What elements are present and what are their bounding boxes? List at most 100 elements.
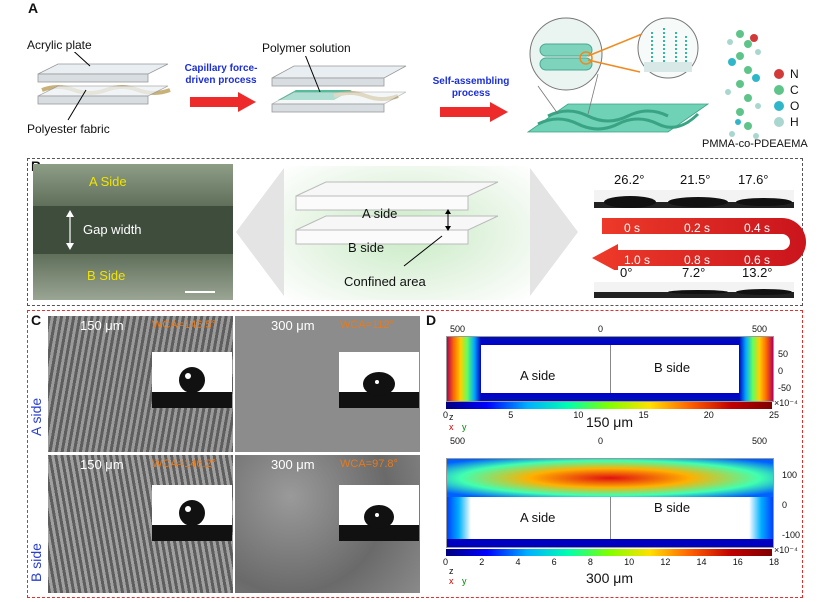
b-side-surface: [33, 254, 233, 300]
right-chevron-shape: [530, 168, 578, 296]
d-bot-a-side: A side: [520, 510, 556, 525]
time-sequence-arrow: [592, 218, 806, 270]
d-top-a-side: A side: [520, 368, 556, 383]
legend-n: N: [774, 66, 799, 82]
confined-plates-svg: [295, 181, 499, 267]
c-a-side-label: A side: [28, 397, 44, 436]
angle-top-1: 21.5°: [680, 172, 711, 187]
panelD.bottom-tick-5: 10: [624, 557, 635, 567]
d-top-ytick-1: 0: [778, 366, 784, 376]
time-top-1: 0.2 s: [684, 221, 711, 235]
panelD.top-tick-4: 20: [703, 410, 714, 420]
sem-b-150-droplet: [152, 485, 232, 541]
gap-width-label: Gap width: [83, 222, 142, 237]
time-bottom-0: 1.0 s: [624, 253, 651, 267]
d-top-ytick-0: 50: [778, 349, 789, 359]
center-a-side-label: A side: [362, 206, 398, 221]
angle-top-2: 17.6°: [738, 172, 769, 187]
acrylic-plate-label: Acrylic plate: [27, 38, 92, 52]
panelD.bottom-tick-7: 14: [696, 557, 707, 567]
polymer-name: PMMA-co-PDEAEMA: [702, 138, 808, 150]
panel-cd-frame: [27, 310, 803, 598]
left-chevron-shape: [236, 168, 284, 296]
legend-c-dot: [774, 85, 784, 95]
d-top-xtick-0: 500: [450, 324, 466, 334]
sem-b-150-size: 150 μm: [80, 457, 124, 472]
d-bot-axis-y: y: [462, 576, 467, 586]
a-side-label: A Side: [89, 174, 127, 189]
sem-a-150: 150 μm: [48, 316, 233, 452]
d-top-xtick-1: 0: [598, 324, 604, 334]
panel-label-c: C: [31, 312, 42, 328]
legend-n-dot: [774, 69, 784, 79]
angle-bottom-2: 13.2°: [742, 265, 773, 280]
d-bot-caption: 300 μm: [586, 570, 633, 586]
panel-label-d: D: [426, 312, 437, 328]
panelD.top-tick-5: 25: [769, 410, 780, 420]
a-side-surface: [33, 164, 233, 206]
d-top-ytick-2: -50: [778, 383, 792, 393]
d-top-xtick-2: 500: [752, 324, 768, 334]
sem-b-300-size: 300 μm: [271, 457, 315, 472]
self-assembling-arrow-label: Self-assembling process: [432, 76, 510, 99]
sem-a-300-wca: WCA=112°: [340, 319, 395, 331]
d-bot-right-edge: [749, 497, 773, 539]
sem-b-300: 300 μm: [235, 455, 420, 593]
legend-o: O: [774, 98, 799, 114]
d-top-axis-z: z: [449, 412, 454, 422]
d-top-lower-band: [447, 393, 773, 401]
d-top-axis-y: y: [462, 422, 467, 432]
d-top-field: [446, 336, 774, 402]
b-side-label: B Side: [87, 268, 126, 283]
panelD.bottom-tick-8: 16: [732, 557, 743, 567]
panelD.bottom-tick-2: 4: [515, 557, 521, 567]
panelD.bottom-tick-4: 8: [587, 557, 593, 567]
time-top-2: 0.4 s: [744, 221, 771, 235]
polymer-solution-label: Polymer solution: [262, 41, 351, 55]
d-top-upper-band: [447, 337, 773, 345]
angle-bottom-0: 0°: [620, 265, 633, 280]
d-top-centerline: [610, 345, 611, 393]
red-arrow-1: [190, 92, 256, 112]
panelD.bottom-tick-3: 6: [551, 557, 557, 567]
d-bot-xtick-2: 500: [752, 436, 768, 446]
gap-double-arrow: [66, 210, 74, 250]
sem-b-150: 150 μm: [48, 455, 233, 593]
d-bot-axis-x: x: [449, 576, 454, 586]
d-bot-ytick-0: 100: [782, 470, 798, 480]
sem-a-300-size: 300 μm: [271, 318, 315, 333]
acrylic-plates-illustration: [37, 52, 171, 121]
d-top-left-edge: [447, 337, 481, 401]
sem-a-150-droplet: [152, 352, 232, 408]
scale-bar: [185, 291, 215, 293]
angle-bottom-1: 7.2°: [682, 265, 706, 280]
droplet-strip-top: [594, 190, 794, 208]
panelD.top-tick-0: 0: [443, 410, 449, 420]
legend-o-dot: [774, 101, 784, 111]
d-top-caption: 150 μm: [586, 414, 633, 430]
d-bot-field: [446, 458, 774, 548]
confined-area-label: Confined area: [344, 274, 426, 289]
droplet-strip-bottom: [594, 282, 794, 298]
d-top-b-side: B side: [654, 360, 691, 375]
d-bot-centerline: [610, 497, 611, 539]
d-top-colorbar: [446, 402, 772, 409]
time-top-0: 0 s: [624, 221, 641, 235]
sem-b-150-wca: WCA=146.2°: [152, 458, 217, 470]
legend-h-dot: [774, 117, 784, 127]
panelD.top-tick-2: 10: [573, 410, 584, 420]
polymer-plates-illustration: [271, 56, 407, 113]
self-assembled-fabric-illustration: [526, 17, 710, 133]
panelD.bottom-tick-0: 0: [443, 557, 449, 567]
sem-a-300: 300 μm: [235, 316, 420, 452]
d-bot-lower-band: [447, 539, 773, 547]
capillary-arrow-label: Capillary force-driven process: [184, 63, 258, 86]
panelD.bottom-tick-6: 12: [660, 557, 671, 567]
time-bottom-1: 0.8 s: [684, 253, 711, 267]
sem-a-300-droplet: [339, 352, 419, 408]
d-bot-exp: ×10⁻⁴: [774, 545, 798, 555]
panelD.bottom-tick-1: 2: [479, 557, 485, 567]
gap-micrograph: A Side Gap width B Side: [33, 164, 233, 300]
angle-top-0: 26.2°: [614, 172, 645, 187]
